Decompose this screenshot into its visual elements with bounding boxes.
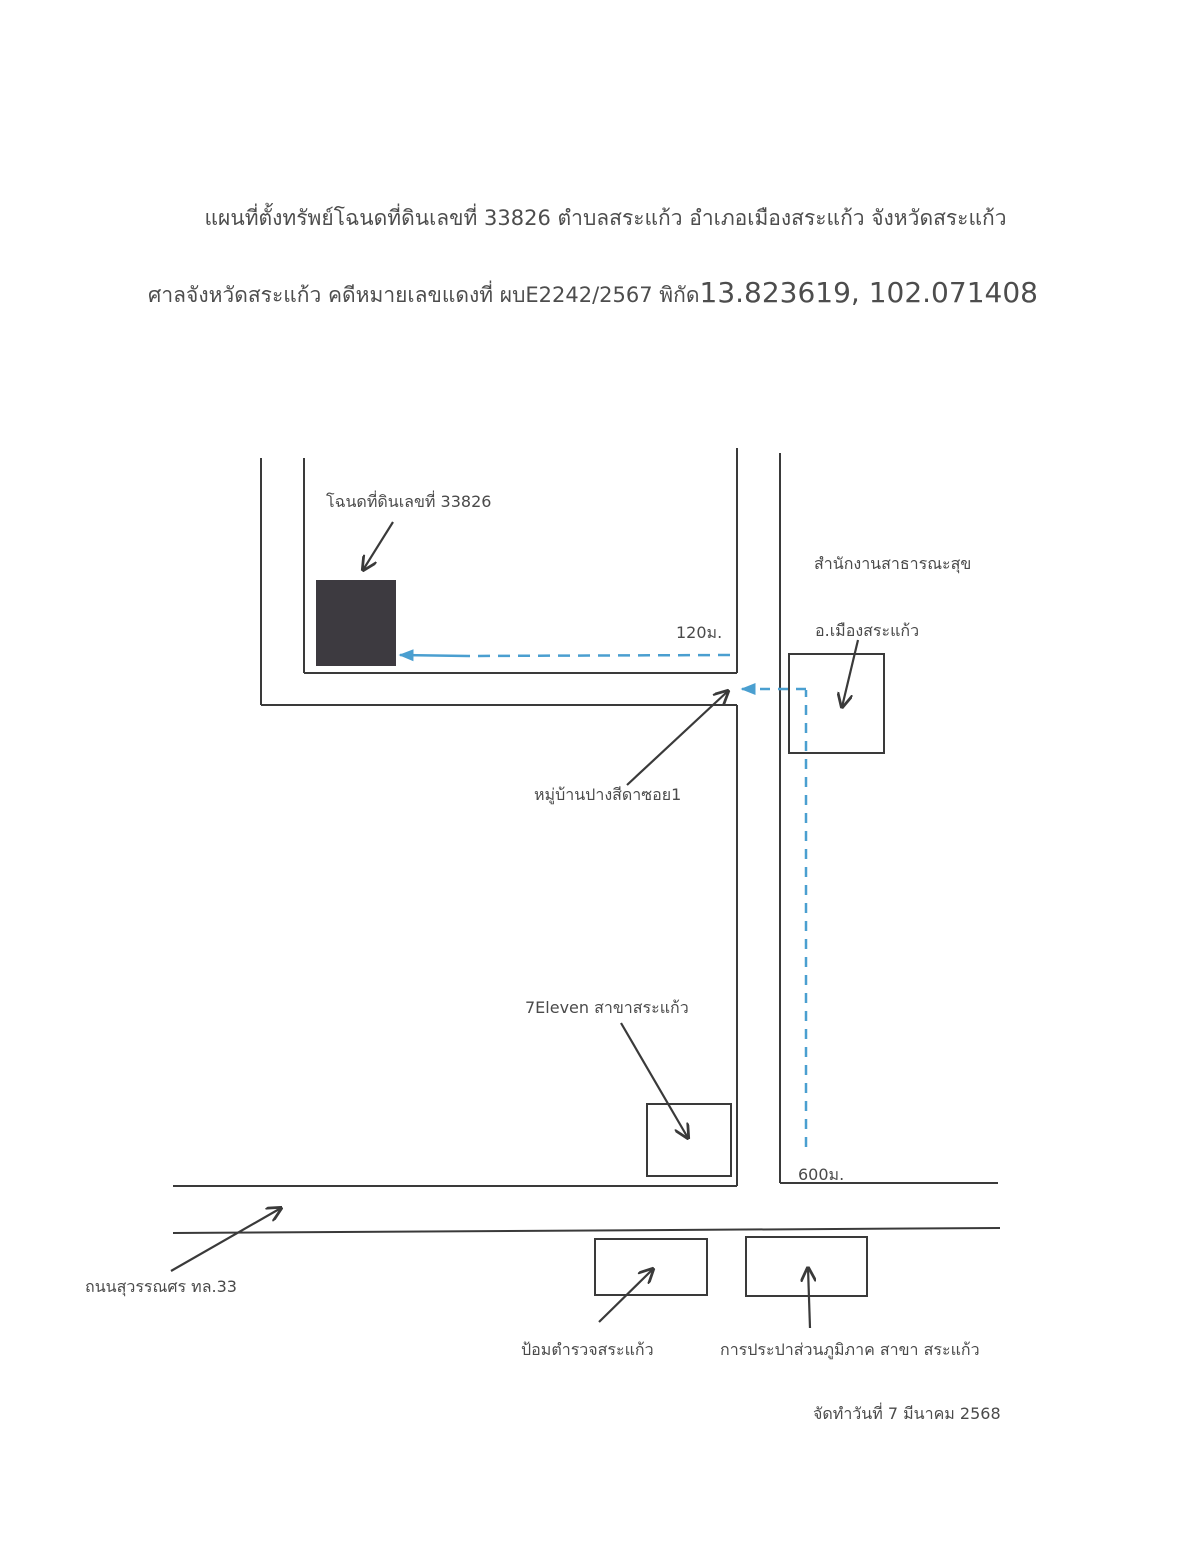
route-segment-120m xyxy=(467,653,731,658)
arrow-to-water-authority xyxy=(808,1268,810,1329)
highway-south xyxy=(172,1227,1001,1234)
seven-eleven-box xyxy=(646,1103,732,1177)
label-seven-eleven: 7Eleven สาขาสระแก้ว xyxy=(525,998,689,1017)
label-highway: ถนนสุวรรณศร ทล.33 xyxy=(85,1277,237,1296)
map-title-line1: แผนที่ตั้งทรัพย์โฉนดที่ดินเลขที่ 33826 ต… xyxy=(204,206,1007,230)
label-distance-120m: 120ม. xyxy=(676,623,723,642)
label-health-office-district: อ.เมืองสระแก้ว xyxy=(815,621,920,640)
label-village-soi: หมู่บ้านปางสีดาซอย1 xyxy=(534,785,682,804)
route-arrow-to-parcel xyxy=(398,649,469,662)
case-info: ศาลจังหวัดสระแก้ว คดีหมายเลขแดงที่ ผบE22… xyxy=(148,283,700,307)
road-lines xyxy=(172,448,1001,1234)
police-box-building xyxy=(594,1238,708,1296)
health-office-box xyxy=(788,653,885,754)
route-path xyxy=(398,649,808,1147)
coordinates: 13.823619, 102.071408 xyxy=(699,276,1038,309)
arrow-to-village-soi xyxy=(626,691,728,786)
arrow-to-seven-eleven xyxy=(620,1022,688,1138)
arrow-to-highway xyxy=(170,1208,281,1272)
prepared-date: จัดทำวันที่ 7 มีนาคม 2568 xyxy=(813,1404,1001,1423)
label-water-authority: การประปาส่วนภูมิภาค สาขา สระแก้ว xyxy=(720,1340,980,1359)
arrow-to-parcel xyxy=(363,521,394,570)
label-health-office: สำนักงานสาธารณะสุข xyxy=(814,554,972,573)
label-police-box: ป้อมตำรวจสระแก้ว xyxy=(521,1340,654,1359)
land-parcel-marker xyxy=(316,580,396,666)
label-distance-600m: 600ม. xyxy=(798,1165,845,1184)
map-title-line2: ศาลจังหวัดสระแก้ว คดีหมายเลขแดงที่ ผบE22… xyxy=(0,276,1181,312)
water-authority-box xyxy=(745,1236,868,1297)
arrow-to-police-box xyxy=(598,1269,653,1323)
label-land-deed: โฉนดที่ดินเลขที่ 33826 xyxy=(326,492,492,511)
arrow-to-health-office xyxy=(842,639,860,707)
